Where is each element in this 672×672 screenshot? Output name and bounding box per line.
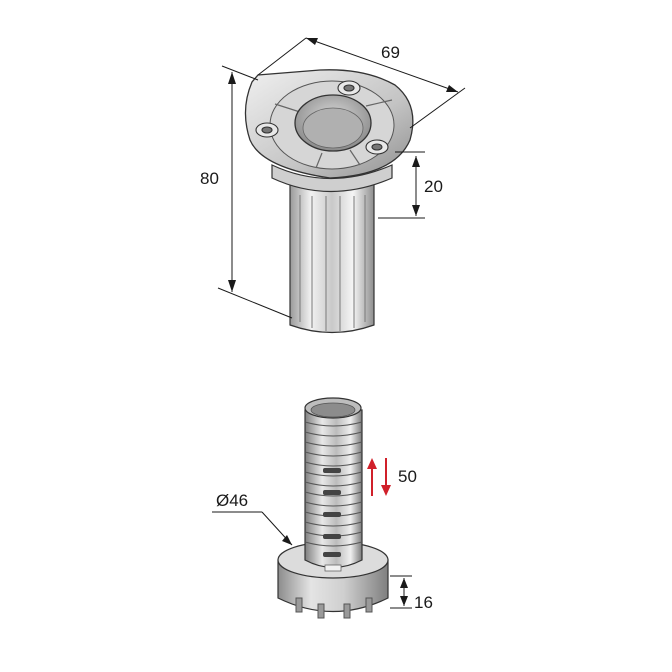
dim-label-16: 16: [414, 593, 433, 612]
flange-collar: [271, 164, 393, 193]
tube-flutes: [299, 195, 366, 331]
dim-label-80: 80: [200, 169, 219, 188]
adjustable-foot-part: [277, 397, 389, 619]
base-label-plate: [324, 564, 342, 572]
top-bracket-part: [244, 69, 414, 334]
screw-holes: [255, 80, 389, 155]
dim-label-d46: Ø46: [216, 491, 248, 510]
dimension-adjustment-50: 50: [367, 458, 417, 496]
dim-label-50: 50: [398, 467, 417, 486]
flange-ribs: [274, 99, 393, 169]
dimension-base-16: 16: [390, 575, 433, 612]
base-notches: [295, 597, 373, 619]
dimension-flange-20: 20: [378, 151, 443, 219]
tube-body: [289, 181, 375, 334]
dim-label-20: 20: [424, 177, 443, 196]
central-bore-inner: [302, 107, 364, 149]
dimension-width-69: 69: [257, 37, 466, 129]
dim-label-69: 69: [381, 43, 400, 62]
dimension-diameter-46: Ø46: [212, 491, 293, 546]
screw-slots: [323, 468, 341, 557]
dimension-height-80: 80: [200, 65, 293, 319]
